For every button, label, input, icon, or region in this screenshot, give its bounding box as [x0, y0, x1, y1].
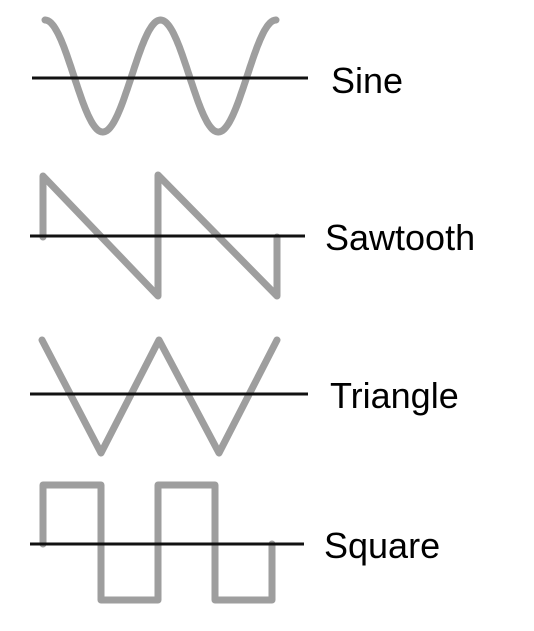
sawtooth-label: Sawtooth [325, 217, 476, 258]
triangle-label: Triangle [330, 375, 459, 416]
triangle-wave-curve [38, 336, 281, 457]
triangle-waveform [30, 336, 308, 457]
sawtooth-waveform [30, 171, 305, 300]
sine-waveform [32, 16, 308, 136]
square-label: Square [324, 525, 441, 566]
square-waveform [30, 481, 304, 604]
sine-wave-curve [41, 16, 280, 136]
sine-label: Sine [331, 60, 404, 101]
